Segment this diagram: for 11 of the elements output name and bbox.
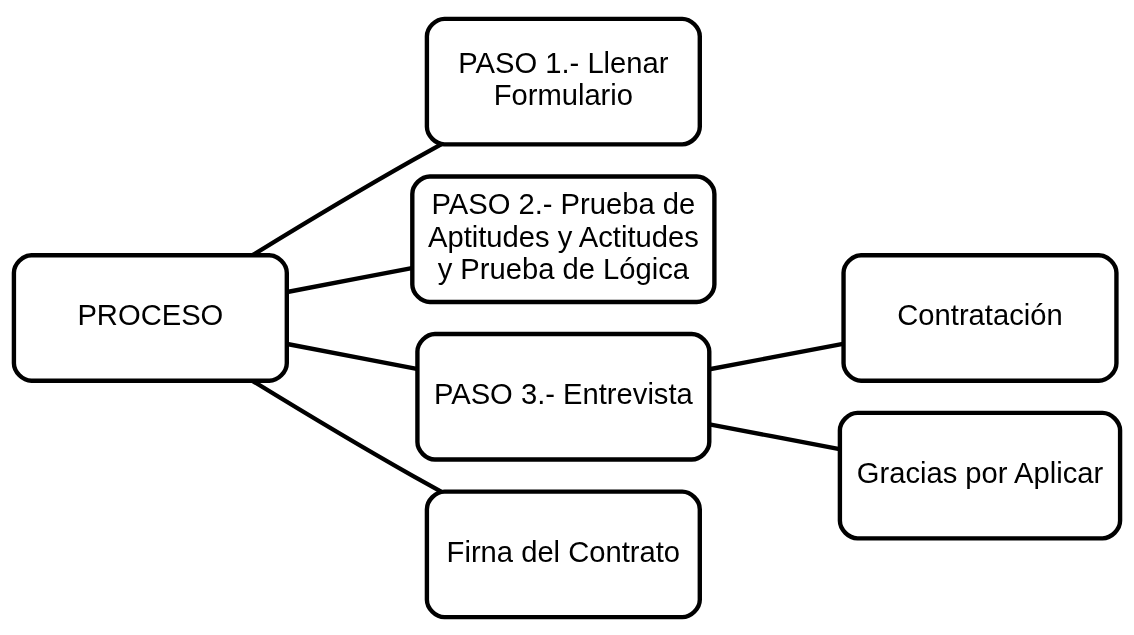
node-box: PROCESO [11, 252, 289, 383]
node-box: Firna del Contrato [424, 488, 702, 619]
connector [709, 421, 840, 451]
node-box: Contratación [841, 252, 1119, 383]
connector [286, 265, 413, 294]
node-box: Gracias por Aplicar [837, 410, 1123, 541]
node-box: PASO 1.- Llenar Formulario [424, 16, 702, 147]
connector [709, 341, 844, 371]
connector [286, 341, 418, 371]
node-box: PASO 2.- Prueba de Aptitudes y Actitudes y Prueba de Lógica [410, 173, 717, 304]
node-box: PASO 3.- Entrevista [415, 331, 712, 462]
